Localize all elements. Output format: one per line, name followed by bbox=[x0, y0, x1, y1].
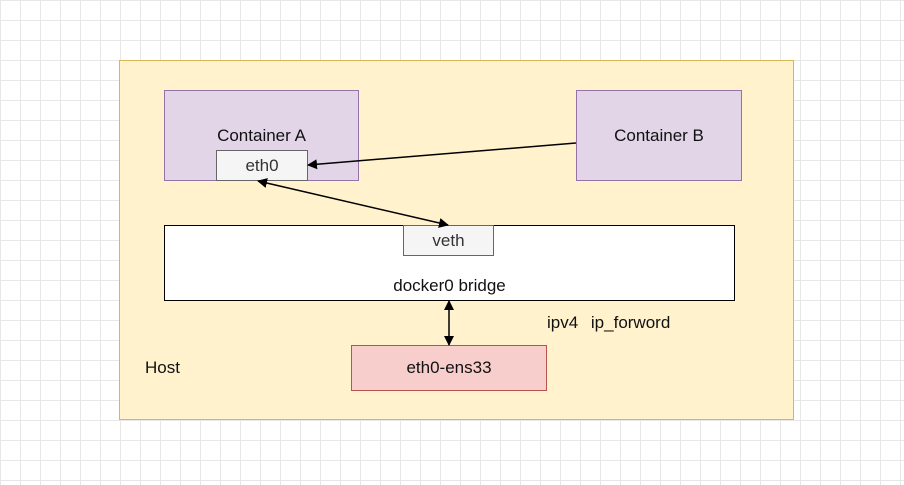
container-a-label: Container A bbox=[217, 126, 306, 145]
ip-forward-note: ipv4 ip_forword bbox=[547, 313, 671, 332]
container-b-box[interactable] bbox=[576, 90, 742, 181]
veth-label: veth bbox=[432, 230, 465, 250]
eth0-label: eth0 bbox=[245, 155, 279, 175]
veth-interface[interactable]: veth bbox=[403, 225, 494, 256]
docker0-bridge-label: docker0 bridge bbox=[393, 276, 506, 295]
container-b-label: Container B bbox=[614, 126, 704, 145]
host-label: Host bbox=[145, 358, 180, 377]
eth0-interface[interactable]: eth0 bbox=[216, 150, 308, 181]
eth0-ens33-interface[interactable]: eth0-ens33 bbox=[351, 345, 547, 391]
eth0-ens33-label: eth0-ens33 bbox=[406, 358, 492, 377]
